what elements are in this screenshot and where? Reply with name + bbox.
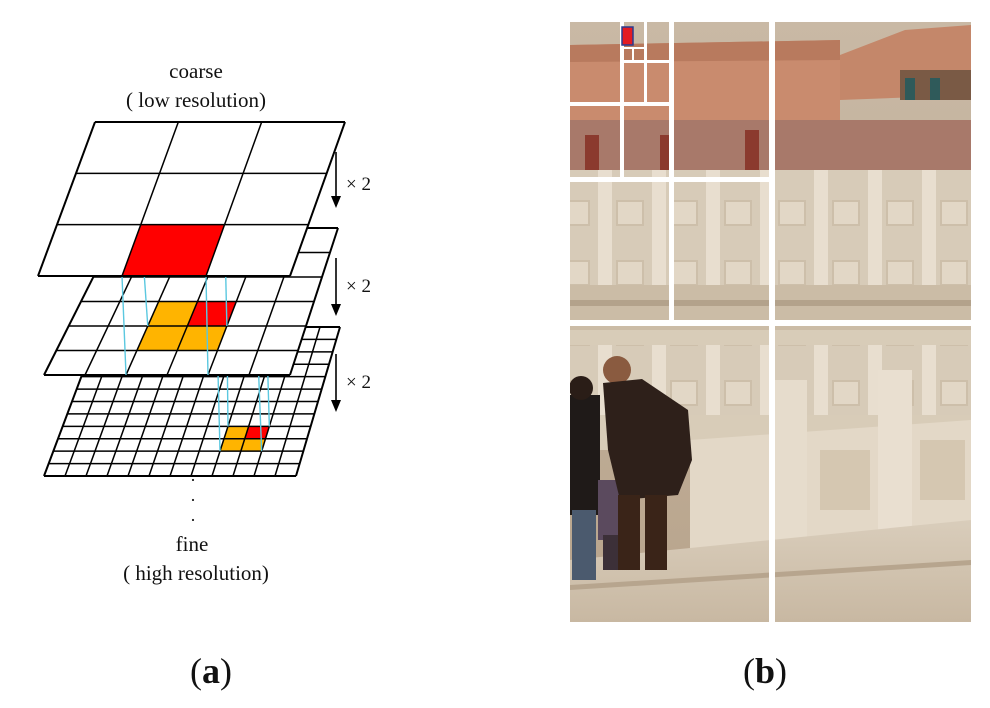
panel-a-caption: (a) xyxy=(190,651,232,691)
pyramid-diagram: coarse ( low resolution) × 2 × 2 × 2 · ·… xyxy=(37,59,371,585)
pyramid-layers xyxy=(37,121,346,477)
person-left xyxy=(570,376,600,580)
middle-red-cell xyxy=(187,301,237,326)
fine-layer-gridline-v xyxy=(295,326,341,477)
fine-red-cell xyxy=(244,426,270,439)
fine-label: fine xyxy=(176,532,209,556)
scale-factor-1: × 2 xyxy=(346,174,371,195)
scale-arrow-2 xyxy=(331,258,341,316)
coarse-label: coarse xyxy=(169,59,223,83)
high-resolution-label: ( high resolution) xyxy=(123,561,269,585)
selected-leaf-marker xyxy=(621,26,634,46)
middle-orange-cell xyxy=(147,301,198,326)
middle-layer-gridline-v xyxy=(289,227,339,376)
scale-factor-3: × 2 xyxy=(346,372,371,393)
fine-layer-gridline-v xyxy=(274,326,321,477)
coarse-layer-gridline-v xyxy=(121,121,180,277)
low-resolution-label: ( low resolution) xyxy=(126,88,266,112)
scale-arrow-3 xyxy=(331,354,341,412)
ellipsis-dot-2: · xyxy=(190,490,196,510)
scale-factor-2: × 2 xyxy=(346,276,371,297)
quadtree-dividers xyxy=(570,22,971,622)
coarse-layer-gridline-v xyxy=(37,121,96,277)
coarse-layer-fill xyxy=(38,122,345,276)
coarse-red-cell xyxy=(122,224,225,276)
link-line xyxy=(205,275,209,376)
person-man xyxy=(603,356,692,570)
quadtree-photo xyxy=(570,22,971,622)
coarse-layer-gridline-v xyxy=(205,121,263,277)
ellipsis-dot-3: · xyxy=(190,510,196,530)
coarse-layer-gridline-v xyxy=(289,121,346,277)
fine-orange-cell xyxy=(224,426,249,439)
link-line xyxy=(121,275,127,376)
panel-b-caption: (b) xyxy=(743,651,788,691)
scale-arrow-1 xyxy=(331,152,341,208)
ellipsis-dot-1: · xyxy=(190,470,196,490)
